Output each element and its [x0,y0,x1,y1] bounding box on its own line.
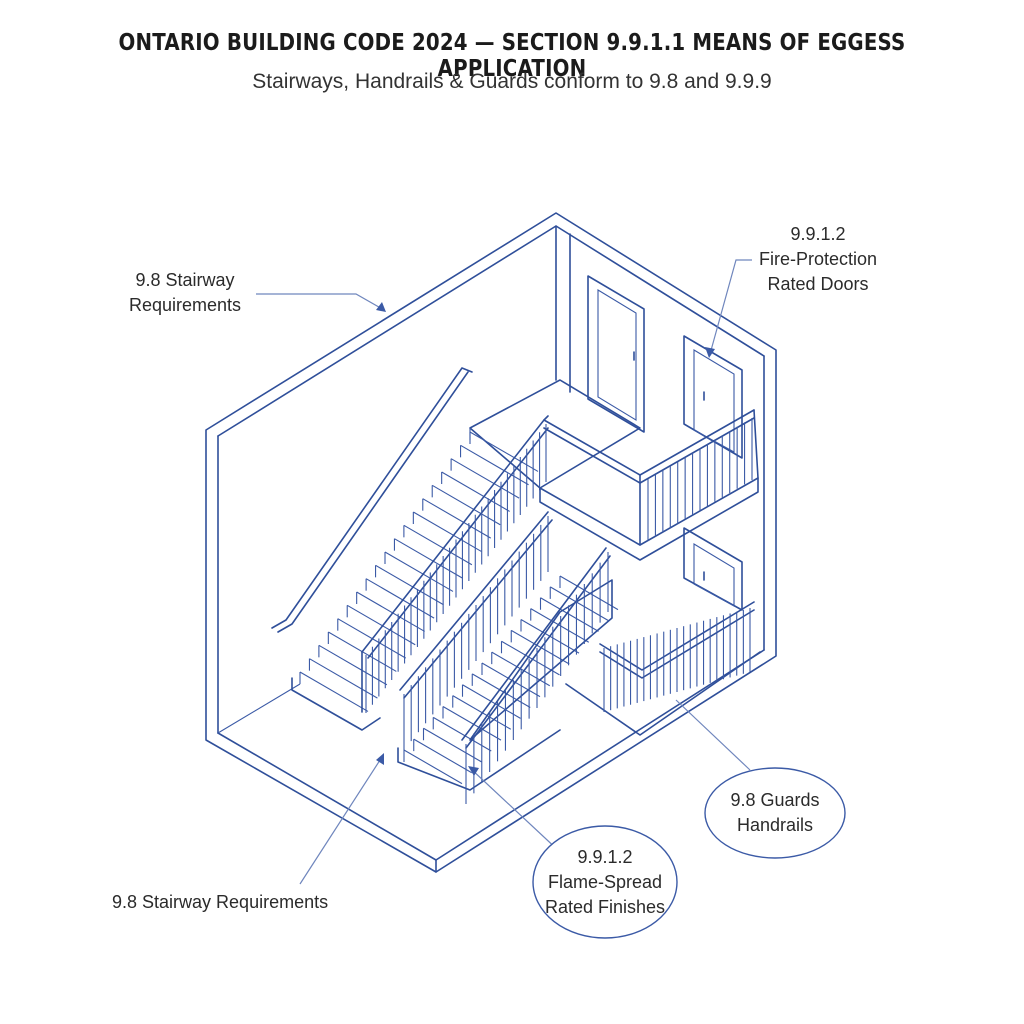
guards-callout-bubble [704,767,846,859]
stair-tread [394,538,463,579]
stair-tread [375,564,444,606]
stair-tread [549,586,609,621]
callout-stair-requirements-top: 9.8 Stairway Requirements [128,270,242,315]
lower-stair-guard [399,511,611,804]
finishes-callout-bubble [532,825,678,939]
stair-tread [442,706,502,741]
upper-landing-guard [539,409,759,561]
shaft-enclosure [205,212,777,873]
diagram-subtitle: Stairways, Handrails & Guards conform to… [252,70,772,93]
stair-tread [299,671,369,712]
stair-tread [530,608,590,643]
callout-guards-handrails: 9.8 Guards Handrails [730,790,820,835]
stair-tread [422,498,492,539]
stair-tread [384,551,454,592]
stair-tread [318,644,388,686]
upper-stair-flight [291,379,641,731]
stair-tread [403,749,463,785]
stair-tread [510,629,570,665]
lower-stair-flight [397,575,619,791]
stair-tread [309,658,378,699]
ground-landing-guard [565,601,761,736]
stair-tread [431,484,501,526]
stair-tread [460,444,529,486]
stair-tread [481,662,541,698]
upper-stair-guard [361,415,549,713]
stair-tread [471,673,531,708]
fire-rated-doors [587,275,743,611]
stair-tread [540,597,599,632]
callout-fire-rated-doors: 9.9.1.2 Fire-Protection Rated Doors [758,224,878,294]
callout-flame-spread-finishes: 9.9.1.2 Flame-Spread Rated Finishes [544,847,666,917]
wall-handrail [271,367,473,633]
stair-tread [413,511,482,552]
stair-tread [441,471,510,512]
callout-stair-requirements-bottom: 9.8 Stairway Requirements [112,892,329,912]
stair-tread [356,591,425,632]
stair-tread [403,524,473,566]
stair-tread [346,604,416,646]
stair-tread [501,640,560,676]
diagram-title: ONTARIO BUILDING CODE 2024 — SECTION 9.9… [118,30,906,82]
stair-tread [469,431,539,472]
stair-tread [423,727,482,763]
stair-tread [365,578,435,619]
stair-tread [413,738,473,774]
callout-leaders [256,259,752,885]
